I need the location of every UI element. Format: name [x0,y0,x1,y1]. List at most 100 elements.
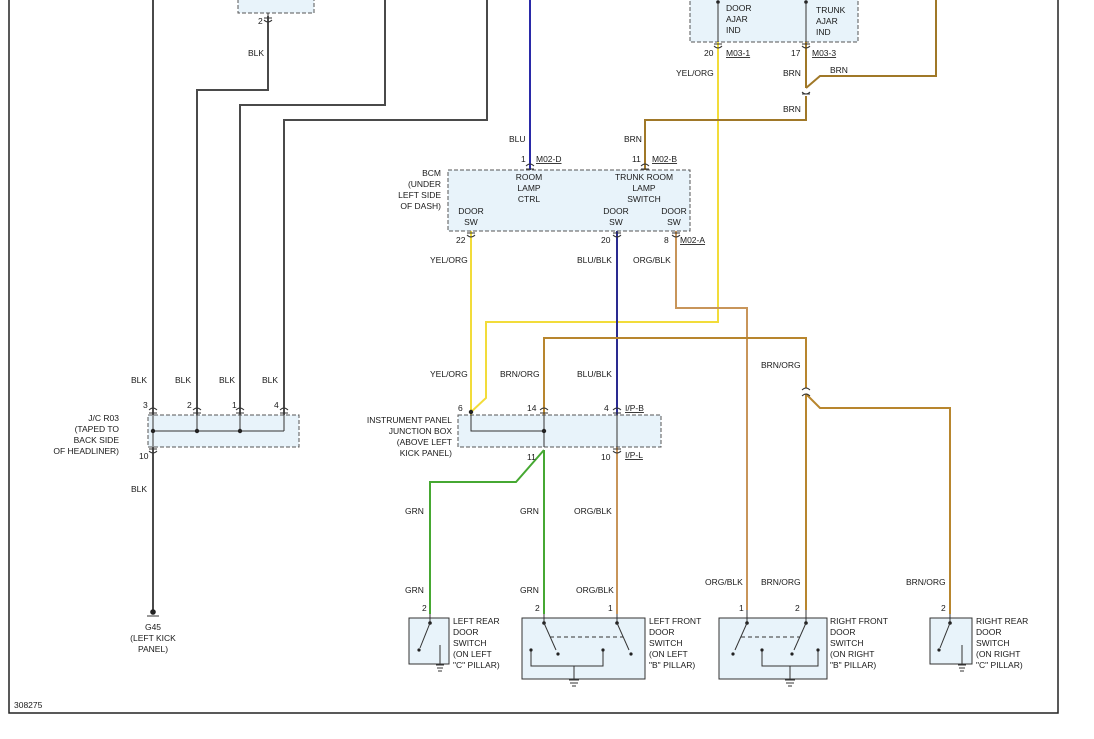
jc-name-3: BACK SIDE [74,435,120,445]
door-ajar-label-3: IND [726,25,741,35]
wire-label: BRN [830,65,848,75]
lf-name-3: SWITCH [649,638,683,648]
bcm-trunk-3: SWITCH [627,194,661,204]
ground-icon [436,664,444,672]
wire-label: BRN/ORG [761,577,801,587]
blk-wires [152,0,488,610]
jc-pin-1: 1 [232,400,237,410]
ground-icon [150,609,156,615]
top-left-pin: 2 [258,16,263,26]
rr-name-1: RIGHT REAR [976,616,1028,626]
jc-pin-3: 3 [143,400,148,410]
brn-org-wire-ipjb [543,337,807,415]
bcm-pin-sw1: 22 [456,235,466,245]
wire-label: BRN/ORG [500,369,540,379]
rr-name-2: DOOR [976,627,1002,637]
bcm-sw1-2: SW [464,217,478,227]
diagram-id: 308275 [14,700,43,710]
lf-pin-1: 1 [608,603,613,613]
jc-pin-4: 4 [274,400,279,410]
bcm-name-4: OF DASH) [400,201,441,211]
bcm-trunk-2: LAMP [632,183,655,193]
ipjb-connector-bottom: I/P-L [625,450,643,460]
brn-org-wire-rr [805,393,951,614]
wire-label: ORG/BLK [576,585,614,595]
wire-label: BLU [509,134,526,144]
wire-labels: BLK BLK BLK BLK BLK BLK BLU BRN YEL/ORG … [131,48,946,595]
top-left-component: 2 [237,0,315,26]
door-ajar-label-1: DOOR [726,3,752,13]
switch-contact-icon [939,622,951,649]
brn-wire-lower [644,96,807,170]
ipjb-pin-6: 6 [458,403,463,413]
wire-label: GRN [520,585,539,595]
wire-label: ORG/BLK [705,577,743,587]
lf-name-5: "B" PILLAR) [649,660,695,670]
bcm-pin-room: 1 [521,154,526,164]
bcm-sw3-1: DOOR [661,206,687,216]
ipjb-connector-top: I/P-B [625,403,644,413]
lr-pin: 2 [422,603,427,613]
rf-name-1: RIGHT FRONT [830,616,888,626]
door-ajar-indicator: DOOR AJAR IND TRUNK AJAR IND 20 M03-1 17… [689,0,859,58]
rr-name-4: (ON RIGHT [976,649,1020,659]
bcm-pin-sw3: 8 [664,235,669,245]
rr-name-5: "C" PILLAR) [976,660,1023,670]
lr-name-2: DOOR [453,627,479,637]
wire-label: YEL/ORG [430,369,468,379]
ipjb-name-4: KICK PANEL) [400,448,452,458]
ipjb-pin-14: 14 [527,403,537,413]
trunk-ajar-connector: M03-3 [812,48,836,58]
wire-label: BLK [131,484,147,494]
lr-name-4: (ON LEFT [453,649,492,659]
trunk-ajar-pin: 17 [791,48,801,58]
wire-label: YEL/ORG [676,68,714,78]
jc-r03: J/C R03 (TAPED TO BACK SIDE OF HEADLINER… [53,400,300,461]
lr-name-3: SWITCH [453,638,487,648]
wire-label: BLK [131,375,147,385]
ipjb-pin-10: 10 [601,452,611,462]
ground-name-3: PANEL) [138,644,168,654]
wire-label: BRN [624,134,642,144]
ipjb-pin-11: 11 [527,452,536,462]
ipjb-name-1: INSTRUMENT PANEL [367,415,452,425]
ground-icon [569,679,579,687]
bcm-sw2-2: SW [609,217,623,227]
bcm-connector-b: M02-B [652,154,677,164]
rf-pin-1: 1 [739,603,744,613]
ground-icon [785,679,795,687]
jc-pin-10: 10 [139,451,149,461]
bcm-pin-sw2: 20 [601,235,611,245]
ground-icon [958,664,966,672]
left-front-door-switch: 2 1 LEFT FRONT DOOR SWITCH (ON LEFT "B" … [521,603,701,687]
wire-label: BRN/ORG [761,360,801,370]
grn-wire-lr [429,449,545,614]
yel-org-wire-door-ajar [470,42,719,413]
bcm-room-3: CTRL [518,194,540,204]
connector-terminals [148,17,811,454]
ipjb-name-3: (ABOVE LEFT [397,437,452,447]
rf-name-2: DOOR [830,627,856,637]
jc-name-1: J/C R03 [88,413,119,423]
bcm-sw2-1: DOOR [603,206,629,216]
rf-pin-2: 2 [795,603,800,613]
bcm-pin-trunk: 11 [632,154,641,164]
wire-label: BLU/BLK [577,255,612,265]
wire-label: BLK [175,375,191,385]
rr-pin: 2 [941,603,946,613]
bcm-name-2: (UNDER [408,179,441,189]
bcm-trunk-1: TRUNK ROOM [615,172,673,182]
ipjb-name-2: JUNCTION BOX [389,426,453,436]
bcm-room-2: LAMP [517,183,540,193]
jc-name-2: (TAPED TO [75,424,120,434]
wire-label: GRN [405,506,424,516]
bcm-sw1-1: DOOR [458,206,484,216]
wire-label: ORG/BLK [574,506,612,516]
door-ajar-connector: M03-1 [726,48,750,58]
left-rear-door-switch: 2 LEFT REAR DOOR SWITCH (ON LEFT "C" PIL… [408,603,500,672]
right-front-door-switch: 1 2 RIGHT FRONT DOOR SWITCH (ON RIGHT "B… [718,603,888,687]
switch-contact-icon [419,622,431,649]
wire-label: GRN [405,585,424,595]
right-rear-door-switch: 2 RIGHT REAR DOOR SWITCH (ON RIGHT "C" P… [929,603,1028,672]
